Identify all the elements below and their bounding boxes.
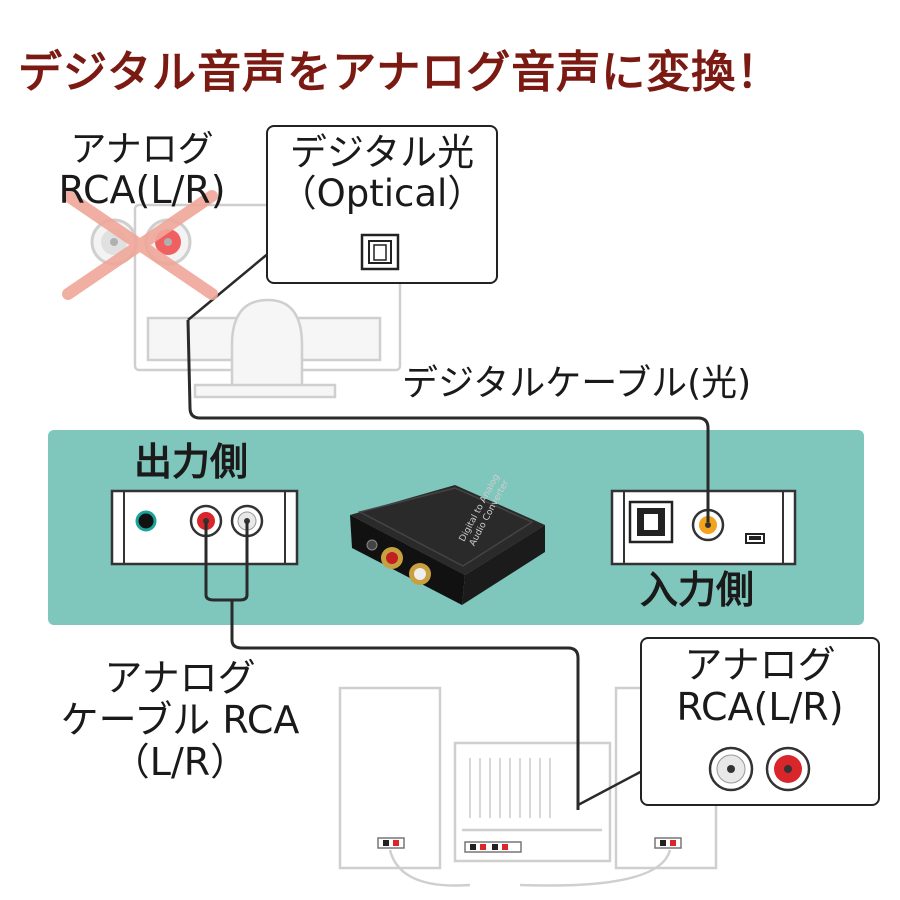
tv-analog-line1: アナログ	[70, 129, 214, 170]
optical-port-small-icon	[360, 233, 400, 271]
digital-optical-callout: デジタル光 （Optical）	[266, 125, 498, 284]
converter-device	[350, 485, 545, 605]
analog-cable-line1: アナログ	[104, 656, 256, 700]
speaker-analog-callout: アナログ RCA(L/R)	[640, 637, 880, 806]
analog-cable-line2: ケーブル RCA	[60, 697, 300, 742]
speaker-analog-line1: アナログ	[684, 643, 836, 687]
input-port-box	[610, 489, 797, 566]
analog-cable-line3: （L/R）	[111, 739, 249, 784]
digital-optical-cable	[186, 319, 710, 522]
digital-optical-line1: デジタル光	[289, 131, 475, 174]
output-side-label: 出力側	[134, 440, 249, 484]
headphone-jack-icon	[135, 510, 157, 532]
digital-cable-label: デジタルケーブル(光)	[402, 363, 752, 404]
tv-analog-label: アナログ RCA(L/R)	[22, 130, 262, 211]
analog-rca-cable	[204, 522, 580, 810]
input-side-label: 入力側	[640, 568, 755, 612]
digital-optical-line2: （Optical）	[279, 171, 485, 215]
speaker-analog-line2: RCA(L/R)	[676, 684, 844, 729]
not-supported-cross-icon	[62, 190, 218, 300]
headline: デジタル音声をアナログ音声に変換！	[18, 47, 782, 98]
speaker-terminals	[377, 837, 682, 853]
tv-analog-line2: RCA(L/R)	[58, 167, 226, 212]
analog-cable-label: アナログ ケーブル RCA （L/R）	[30, 656, 330, 784]
speaker-rca-jacks-icon	[708, 746, 811, 792]
